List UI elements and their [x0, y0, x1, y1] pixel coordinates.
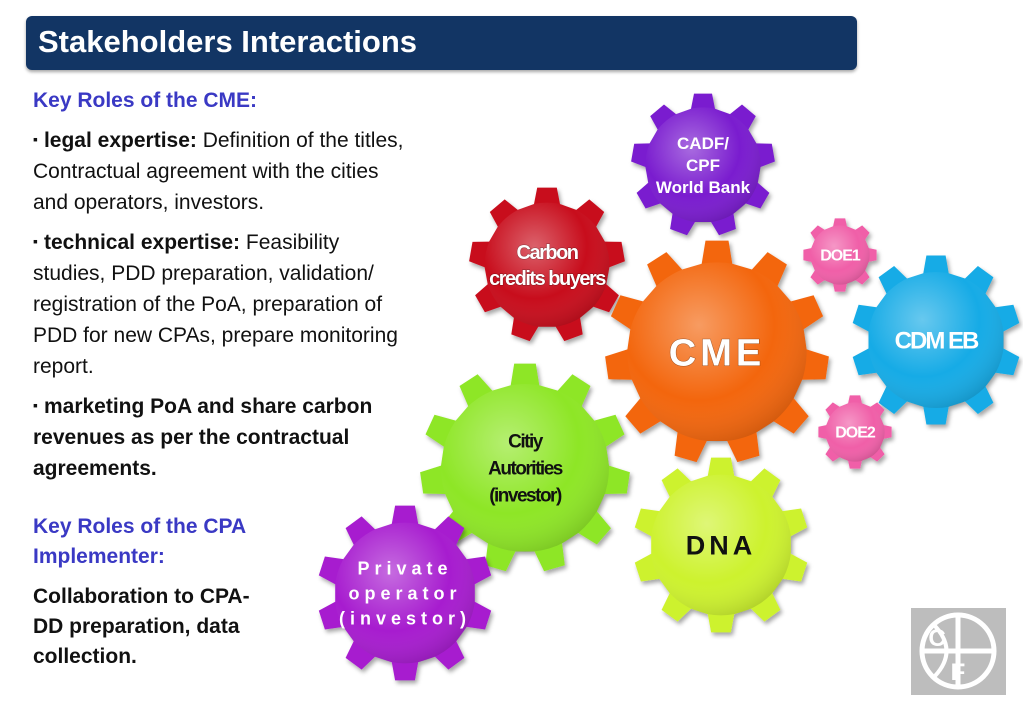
gear-cme: CME [605, 240, 829, 463]
gear-private-label: (investor) [339, 608, 471, 628]
gear-cadf-highlight [645, 107, 761, 223]
bullet-icon: ▪ [33, 397, 38, 413]
gear-dna: DNA [634, 457, 808, 633]
gear-cadf: CADF/CPF World Bank [631, 93, 775, 236]
gear-city-label: Citiy [508, 432, 544, 453]
role-term: technical expertise: [43, 231, 241, 254]
gear-cdm-label: CDM EB [895, 327, 979, 354]
logo-letter-f: F [951, 659, 966, 686]
title-bar: Stakeholders Interactions [26, 16, 857, 70]
role-term: marketing PoA and share carbon revenues … [33, 395, 373, 480]
gear-carbon-label: Carbon [517, 242, 578, 264]
cpa-role-text: Collaboration to CPA-DD preparation, dat… [33, 585, 250, 668]
gear-cme-label: CME [669, 332, 765, 374]
page-title: Stakeholders Interactions [38, 24, 418, 59]
gear-private: Private operator (investor) [318, 505, 492, 681]
gear-doe2: DOE2 [818, 395, 892, 469]
gear-city-label: Autorities [488, 459, 563, 480]
gear-doe2-label: DOE2 [835, 425, 876, 442]
gear-private-label: operator [348, 583, 461, 603]
gear-cadf-label: World Bank [656, 178, 751, 197]
gear-cadf-label: CADF/ [677, 134, 729, 153]
gear-private-label: Private [357, 558, 452, 578]
gear-cme-highlight [627, 262, 807, 442]
cme-roles-heading: Key Roles of the CME: [33, 89, 258, 112]
gear-doe1-highlight [810, 225, 870, 285]
role-term: legal expertise: [43, 129, 197, 152]
cme-role-item: ▪marketing PoA and share carbon revenues… [33, 390, 413, 484]
gear-dna-highlight [650, 474, 792, 616]
gear-doe1-label: DOE1 [820, 248, 861, 265]
role-text: Definition of the titles, Contractual ag… [33, 129, 404, 214]
gear-cdm: CDM EB [852, 255, 1020, 425]
gear-doe1: DOE1 [803, 218, 877, 292]
roles-text-panel: Key Roles of the CME: ▪ legal expertise: … [33, 86, 413, 672]
bullet-icon: ▪ [33, 233, 38, 249]
gear-cdm-highlight [868, 272, 1004, 408]
gear-carbon-label: credits buyers [489, 268, 606, 290]
gear-private-highlight [334, 522, 476, 664]
cme-role-item: ▪ technical expertise: Feasibility studie… [33, 226, 413, 382]
gear-doe2-highlight [825, 402, 885, 462]
cme-role-item: ▪ legal expertise: Definition of the titl… [33, 124, 413, 218]
gear-carbon-highlight [484, 202, 610, 328]
cpa-roles-heading: Key Roles of the CPA Implementer: [33, 515, 246, 568]
gear-dna-label: DNA [686, 531, 757, 561]
gear-carbon: Carbon credits buyers [469, 187, 625, 342]
cf-globe-logo-mark: C F [911, 608, 1006, 695]
gear-cadf-label: CPF [686, 156, 720, 175]
logo-letter-c: C [928, 625, 945, 652]
gear-city-highlight [441, 384, 609, 552]
bullet-icon: ▪ [33, 131, 38, 147]
role-text: Feasibility studies, PDD preparation, va… [33, 231, 398, 378]
gear-city-label: (investor) [489, 486, 562, 507]
